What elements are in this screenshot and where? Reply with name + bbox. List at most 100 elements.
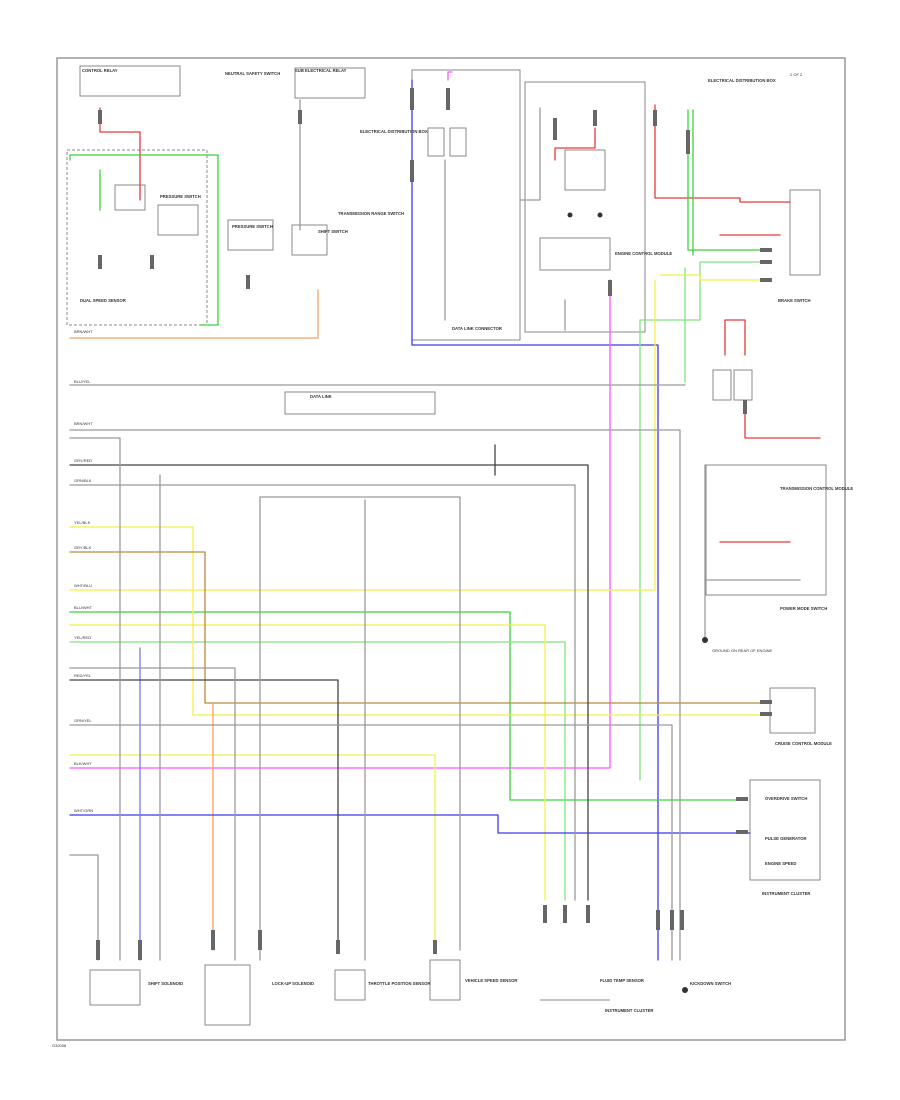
component-label: INSTRUMENT CLUSTER (605, 1008, 653, 1013)
wire-yellow-2 (659, 274, 761, 281)
pressure-switch-box (157, 204, 199, 236)
dual-sensor-shape (539, 237, 611, 271)
pin (653, 110, 657, 126)
wire-blue-2 (69, 814, 751, 834)
wire-label: WHT/BLU (74, 583, 92, 588)
splice-dot (597, 212, 603, 218)
component-label: ELECTRICAL DISTRIBUTION BOX (708, 78, 776, 83)
wire-grey-1 (69, 429, 681, 961)
component-label: ENGINE SPEED (765, 861, 796, 866)
fuse-2 (449, 127, 467, 157)
brake-switch-box (789, 189, 821, 276)
wire-label: BRN/WHT (74, 329, 93, 334)
component-label: TRANSMISSION CONTROL MODULE (780, 486, 853, 491)
component-label: ENGINE CONTROL MODULE (615, 251, 672, 256)
wire-magenta-1 (447, 71, 453, 81)
vss-box (429, 959, 461, 1001)
component-label: INSTRUMENT CLUSTER (762, 891, 810, 896)
wire-red-6 (744, 409, 821, 439)
component-label: CRUISE CONTROL MODULE (775, 741, 832, 746)
pin (543, 905, 547, 923)
wire-red-3 (554, 127, 596, 161)
component-label: PRESSURE SWITCH (232, 224, 273, 229)
pin (670, 910, 674, 930)
wire-red-1 (99, 107, 141, 201)
pin (98, 255, 102, 269)
wire-label: YEL/BLK (74, 520, 91, 525)
pin (586, 905, 590, 923)
wire-green-3 (687, 109, 761, 251)
pin (760, 248, 772, 252)
component-label: ELECTRICAL DISTRIBUTION BOX (360, 129, 428, 134)
pin (446, 88, 450, 110)
relay-right (564, 149, 606, 191)
pin (593, 110, 597, 126)
component-label: POWER MODE SWITCH (780, 606, 827, 611)
pin (138, 940, 142, 960)
shift-solenoid-box (89, 969, 141, 1006)
component-label: KICKDOWN SWITCH (690, 981, 731, 986)
data-link-small-box (284, 391, 436, 415)
wire-red-2 (654, 104, 791, 203)
trans-range-box (291, 224, 328, 256)
fuse-4 (733, 369, 753, 401)
pin (298, 110, 302, 124)
component-label: TRANSMISSION RANGE SWITCH (338, 211, 404, 216)
wire-blue-1 (411, 79, 659, 961)
wire-yellow-5 (69, 754, 436, 951)
component-label: VEHICLE SPEED SENSOR (465, 978, 517, 983)
corner-label: 2 OF 2 (790, 72, 803, 77)
diagram-frame (56, 57, 846, 1041)
pin (258, 930, 262, 950)
wire-dark-1 (69, 679, 339, 951)
pin (736, 830, 748, 834)
component-labels: CONTROL RELAY PRESSURE SWITCH NEUTRAL SA… (80, 68, 853, 1013)
wire-label: YEL/RED (74, 635, 91, 640)
wire-label: GRN/BLK (74, 478, 92, 483)
wire-green-5 (69, 611, 746, 801)
tps-box (334, 969, 366, 1001)
pin (246, 275, 250, 289)
wire-label: GRY/BLK (74, 545, 92, 550)
pin (98, 110, 102, 124)
wire-brown-1 (69, 551, 761, 704)
pin (433, 940, 437, 954)
pin (211, 930, 215, 950)
wires (69, 71, 821, 961)
wire-dark-2 (69, 464, 589, 901)
pin (760, 278, 772, 282)
wire-grey-6 (259, 496, 461, 951)
component-label: PRESSURE SWITCH (160, 194, 201, 199)
pin (336, 940, 340, 954)
wire-yellow-1 (69, 279, 656, 591)
wire-grey-8 (69, 667, 236, 961)
distribution-box-left (411, 69, 521, 341)
wire-label: GRN/YEL (74, 718, 92, 723)
sub-relay-box (294, 67, 366, 99)
wire-grey-2 (69, 437, 121, 961)
component-label: SHIFT SOLENOID (148, 981, 183, 986)
pin (760, 700, 772, 704)
splice-dot (567, 212, 573, 218)
pin (410, 88, 414, 110)
pin (760, 260, 772, 264)
wire-labels: BRN/WHT BLU/YEL BRN/WHT GRY/RED GRN/BLK … (74, 329, 93, 813)
component-label: THROTTLE POSITION SENSOR (368, 981, 430, 986)
wire-grey-3 (69, 484, 576, 901)
wire-lightgreen-1 (639, 261, 761, 781)
pin (743, 400, 747, 414)
wire-label: GRY/RED (74, 458, 92, 463)
wire-green-6 (69, 641, 566, 901)
pin (410, 160, 414, 182)
wire-yellow-3 (69, 526, 761, 716)
relay-coil (114, 184, 146, 211)
component-label: PULSE GENERATOR (765, 836, 807, 841)
pin (760, 712, 772, 716)
fuse-3 (712, 369, 732, 401)
control-relay-box (79, 65, 181, 97)
tcm-right-box (705, 464, 827, 596)
pin (736, 797, 748, 801)
component-label: SUB ELECTRICAL RELAY (295, 68, 347, 73)
pin (680, 910, 684, 930)
